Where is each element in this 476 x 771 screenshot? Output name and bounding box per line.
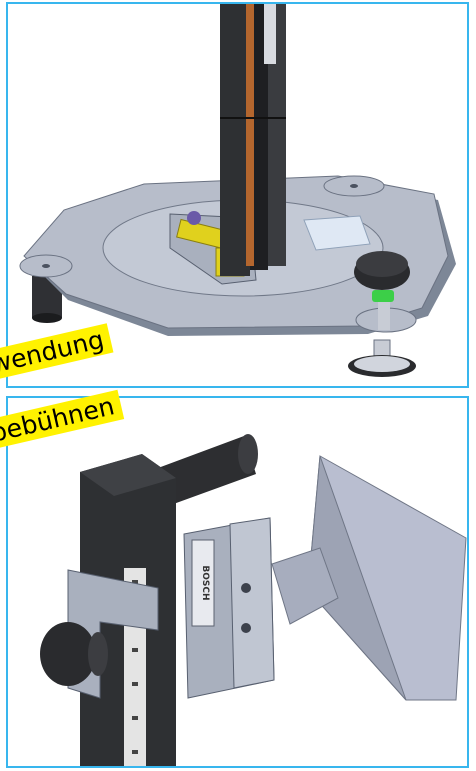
locking-knob xyxy=(354,251,410,330)
clamp-knob xyxy=(40,622,108,686)
scale-strip xyxy=(246,4,254,266)
nameplate-brand: BOSCH xyxy=(200,565,210,600)
mounting-bracket: BOSCH xyxy=(183,517,275,699)
bracket-mount-render: BOSCH xyxy=(40,434,467,766)
bottom-render-panel: BOSCH xyxy=(6,396,469,768)
nameplate xyxy=(191,539,215,627)
tripod-base-render xyxy=(19,4,456,377)
column xyxy=(220,4,286,276)
handle xyxy=(158,434,258,506)
top-render-panel xyxy=(6,2,469,388)
glass-plate xyxy=(303,215,371,251)
reflector-funnel xyxy=(271,455,467,701)
leveling-foot xyxy=(348,339,416,377)
